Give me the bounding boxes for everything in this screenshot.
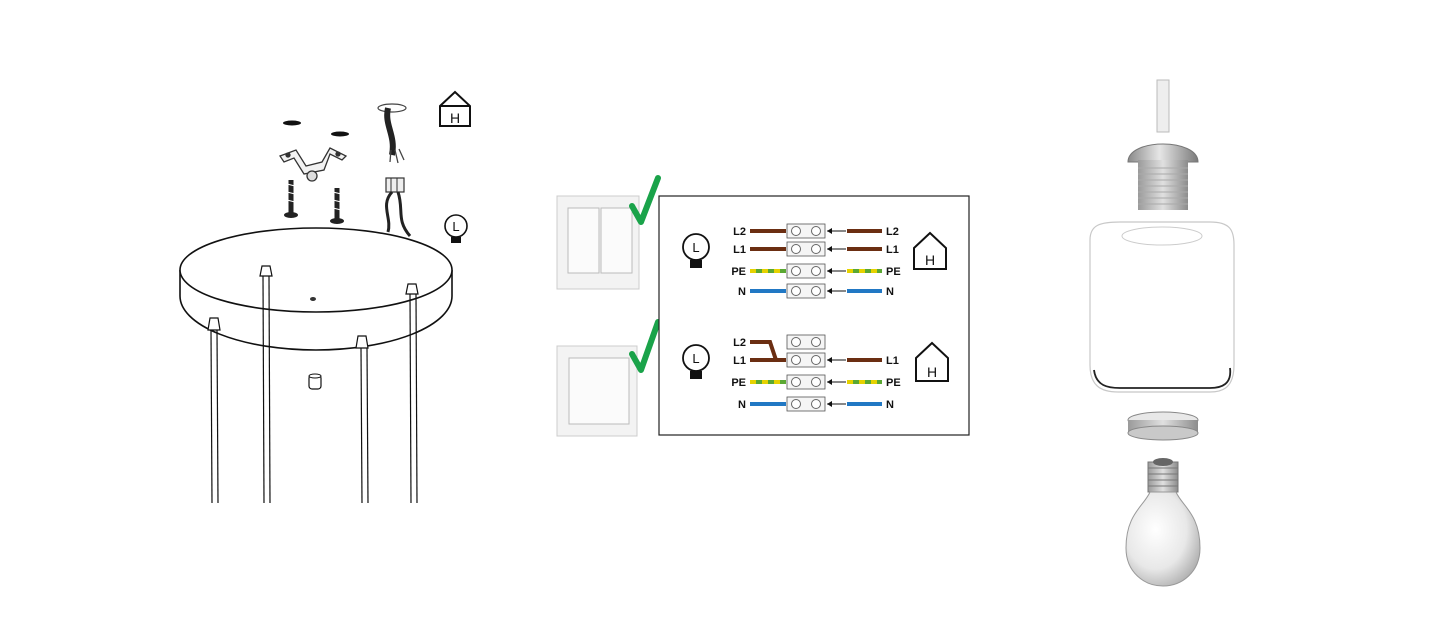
glass-shade xyxy=(1089,221,1235,393)
screw xyxy=(284,180,298,218)
wire-label-right: N xyxy=(886,286,894,298)
wire-label-left: L2 xyxy=(733,337,746,349)
arrow-head xyxy=(827,357,832,363)
terminal-screw xyxy=(791,286,801,296)
house-icon: H xyxy=(439,90,471,127)
lamp-symbol-label: L xyxy=(692,240,699,255)
pendant-cord xyxy=(207,317,221,504)
terminal-screw xyxy=(811,355,821,365)
house-symbol-label: H xyxy=(450,110,460,126)
arrow-head xyxy=(827,401,832,407)
suspension-cord xyxy=(1156,79,1170,133)
terminal-screw xyxy=(811,266,821,276)
double-switch xyxy=(556,195,640,290)
lamp-icon: L xyxy=(444,214,468,243)
terminal-screw xyxy=(791,244,801,254)
single-switch xyxy=(556,345,638,437)
wire-label-right: PE xyxy=(886,377,901,389)
terminal-screw xyxy=(791,377,801,387)
center-socket xyxy=(308,373,322,390)
house-symbol-label: H xyxy=(925,252,935,268)
checkmark-icon xyxy=(629,319,661,373)
house-symbol-label: H xyxy=(927,364,937,380)
wire-label-left: N xyxy=(738,286,746,298)
terminal-screw xyxy=(791,226,801,236)
lamp-symbol-label: L xyxy=(452,219,459,234)
terminal-screw xyxy=(791,337,801,347)
lamp-symbol-label: L xyxy=(692,351,699,366)
lamp-icon: L xyxy=(682,233,710,268)
terminal-screw xyxy=(791,266,801,276)
wire-label-left: L1 xyxy=(733,244,746,256)
arrow-head xyxy=(827,246,832,252)
lamp-icon: L xyxy=(682,344,710,379)
wire-label-right: L2 xyxy=(886,226,899,238)
canopy-assembly-illustration: H L xyxy=(0,0,540,633)
wire-label-left: PE xyxy=(731,377,746,389)
lamp-parts-illustration xyxy=(1060,0,1290,633)
terminal-screw xyxy=(811,244,821,254)
wire-label-right: L1 xyxy=(886,355,899,367)
light-bulb xyxy=(1125,458,1201,587)
house-icon: H xyxy=(915,341,949,382)
wire-label-left: N xyxy=(738,399,746,411)
ring-nut xyxy=(1127,411,1199,441)
house-icon: H xyxy=(913,231,947,270)
arrow-head xyxy=(827,268,832,274)
terminal-connector xyxy=(385,177,412,237)
terminal-screw xyxy=(811,337,821,347)
ceiling-cable xyxy=(377,103,407,164)
arrow-head xyxy=(827,228,832,234)
pendant-cord xyxy=(405,283,419,504)
mounting-bracket xyxy=(279,147,348,182)
wire-label-right: PE xyxy=(886,266,901,278)
lamp-socket xyxy=(1138,160,1188,210)
arrow-head xyxy=(827,379,832,385)
wire-label-left: L1 xyxy=(733,355,746,367)
pendant-cord xyxy=(355,335,369,504)
wire-label-right: N xyxy=(886,399,894,411)
terminal-screw xyxy=(811,377,821,387)
socket-cap xyxy=(1127,143,1199,163)
terminal-screw xyxy=(811,286,821,296)
wire-label-right: L1 xyxy=(886,244,899,256)
wire-label-left: L2 xyxy=(733,226,746,238)
terminal-screw xyxy=(791,399,801,409)
pendant-cord xyxy=(259,265,273,504)
ceiling-canopy xyxy=(179,227,453,351)
terminal-screw xyxy=(811,226,821,236)
screw xyxy=(330,188,344,224)
ceiling-hole xyxy=(283,120,301,126)
terminal-screw xyxy=(791,355,801,365)
checkmark-icon xyxy=(629,175,661,225)
arrow-head xyxy=(827,288,832,294)
wire-label-left: PE xyxy=(731,266,746,278)
terminal-screw xyxy=(811,399,821,409)
ceiling-hole xyxy=(331,131,349,137)
